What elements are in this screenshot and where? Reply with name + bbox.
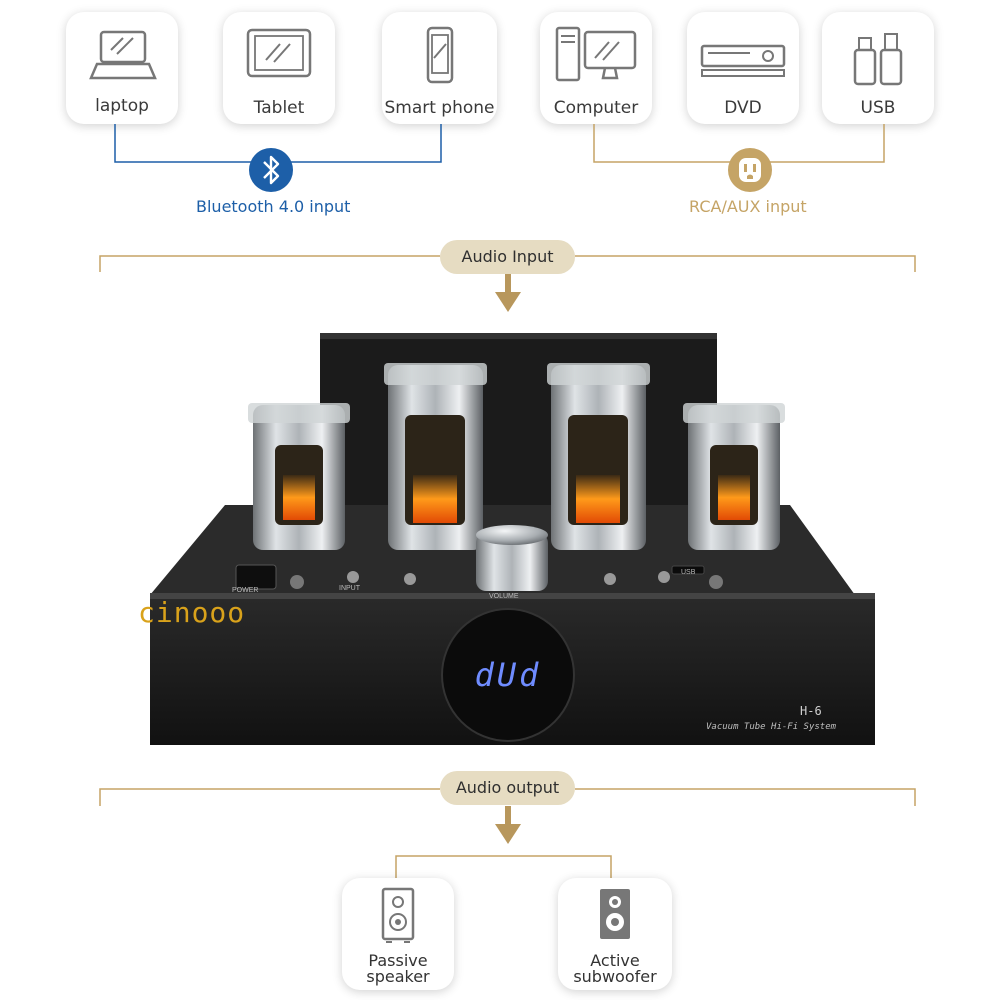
output-card-active-subwoofer: Active subwoofer [558,878,672,990]
active-subwoofer-label-line1: Active [590,951,640,970]
laptop-icon [89,30,157,80]
source-card-laptop: laptop [66,12,178,124]
dvd-label: DVD [724,98,762,118]
laptop-label: laptop [95,96,149,116]
rca-caption: RCA/AUX input [689,197,807,216]
outlet-icon [728,148,772,192]
bluetooth-icon [249,148,293,192]
audio-output-pill: Audio output [440,771,575,805]
source-card-usb: USB [822,12,934,124]
usb-port-label: USB [681,569,696,576]
source-card-computer: Computer [540,12,652,124]
output-card-passive-speaker: Passive speaker [342,878,454,990]
computer-label: Computer [553,98,639,118]
down-arrow-icon [495,806,521,844]
brand-logo: cinooo [138,596,246,629]
active-subwoofer-label-line2: subwoofer [573,967,657,986]
audio-input-pill: Audio Input [440,240,575,274]
source-card-dvd: DVD [687,12,799,124]
subwoofer-icon [600,889,630,939]
display-readout: dUd [474,656,542,694]
smartphone-label: Smart phone [384,98,495,118]
down-arrow-icon [495,274,521,312]
bluetooth-caption: Bluetooth 4.0 input [196,197,351,216]
tube-amplifier-image [150,333,875,745]
passive-speaker-icon [381,887,415,943]
passive-speaker-label-line1: Passive [368,951,428,970]
dvd-player-icon [700,44,786,77]
tablet-label: Tablet [253,98,305,118]
usb-label: USB [860,98,896,118]
smartphone-icon [426,26,454,84]
input-label: INPUT [339,585,360,592]
usb-drive-icon [853,33,903,86]
tablet-icon [246,28,312,78]
model-label: H-6 [800,704,822,718]
passive-speaker-label-line2: speaker [366,967,430,986]
source-card-tablet: Tablet [223,12,335,124]
power-label: POWER [232,587,259,594]
volume-label: VOLUME [489,593,519,600]
computer-icon [555,26,637,82]
source-card-smartphone: Smart phone [382,12,497,124]
model-subtitle: Vacuum Tube Hi-Fi System [706,722,837,732]
